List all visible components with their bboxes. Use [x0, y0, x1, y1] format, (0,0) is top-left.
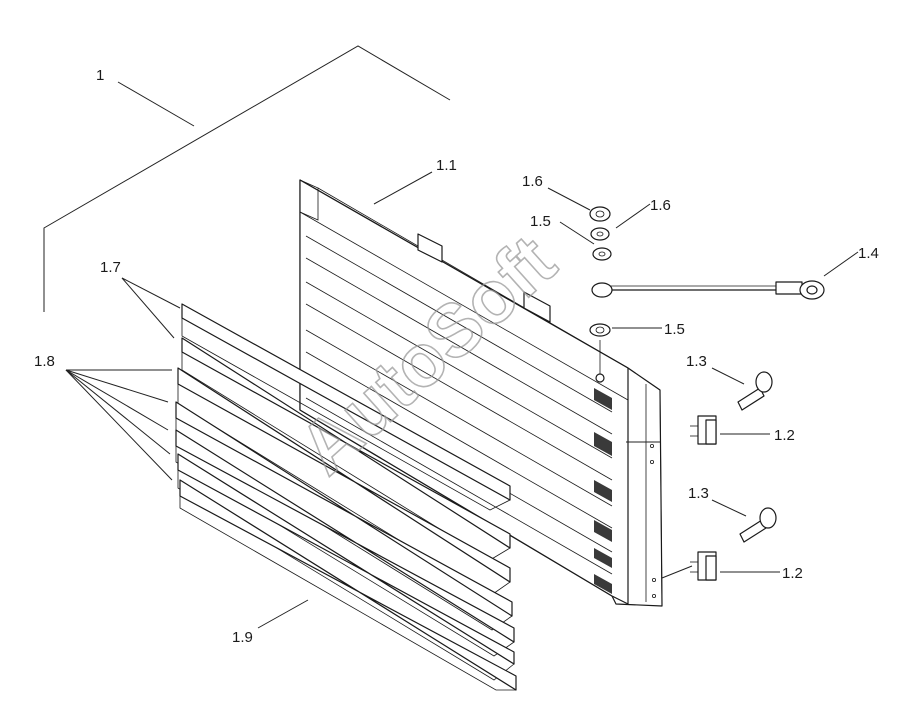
grille-frame — [299, 179, 663, 607]
label-1-1: 1.1 — [436, 157, 457, 174]
label-1-9: 1.9 — [232, 629, 253, 646]
assembly-bracket-1 — [43, 45, 451, 312]
label-1-2-upper: 1.2 — [774, 427, 795, 444]
label-1-3-upper: 1.3 — [686, 353, 707, 370]
label-1-8: 1.8 — [34, 353, 55, 370]
bolt-upper — [737, 371, 773, 411]
label-1-6-right: 1.6 — [650, 197, 671, 214]
label-1-2-lower: 1.2 — [782, 565, 803, 582]
label-1-5-lower: 1.5 — [664, 321, 685, 338]
label-1-5-upper: 1.5 — [530, 213, 551, 230]
label-1-4: 1.4 — [858, 245, 879, 262]
link-rod — [591, 280, 825, 300]
label-1-7: 1.7 — [100, 259, 121, 276]
hinge-upper — [690, 415, 717, 445]
label-1: 1 — [96, 67, 104, 84]
nuts-washers — [589, 206, 612, 337]
part-labels: 1 1.1 1.6 1.6 1.5 1.4 1.7 1.5 1.8 1.3 1.… — [34, 67, 879, 646]
label-1-6-left: 1.6 — [522, 173, 543, 190]
hinge-lower — [690, 551, 717, 581]
label-1-3-lower: 1.3 — [688, 485, 709, 502]
bolt-lower — [739, 507, 777, 543]
louver-blades — [175, 303, 517, 691]
leader-lines — [65, 81, 859, 629]
